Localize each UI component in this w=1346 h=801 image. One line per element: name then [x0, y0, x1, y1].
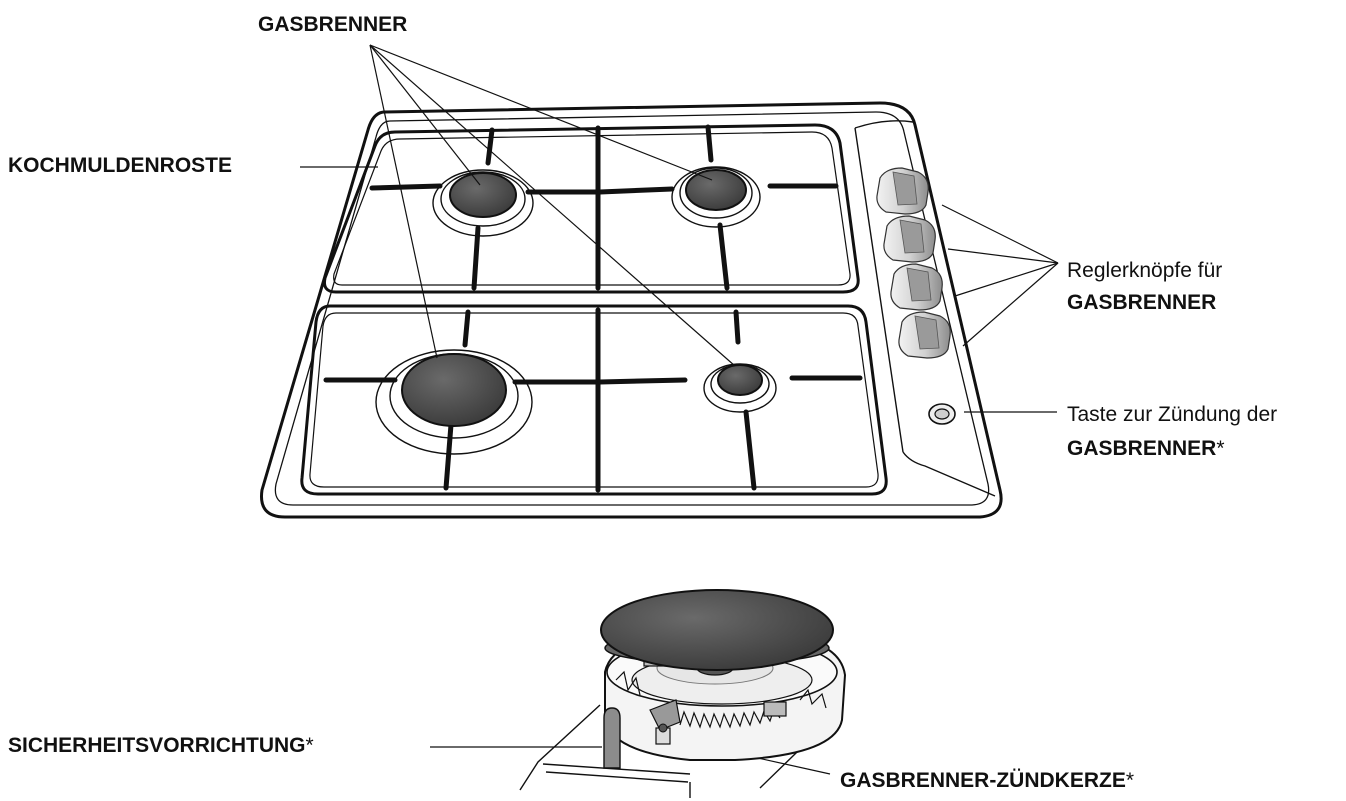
burner-bottom-left-large: [375, 349, 533, 455]
burner-top-left: [432, 169, 534, 237]
hob-grid-bottom: [300, 304, 888, 496]
control-knob-4[interactable]: [898, 311, 951, 359]
burner-bottom-right-small: [703, 363, 777, 413]
hob-body: [259, 101, 1003, 519]
control-knob-3[interactable]: [890, 263, 943, 311]
label-knobs-line2: GASBRENNER: [1067, 291, 1217, 314]
control-knob-2[interactable]: [883, 215, 936, 263]
label-ignition-line1: Taste zur Zündung der: [1067, 403, 1278, 426]
label-safety-device: SICHERHEITSVORRICHTUNG*: [8, 733, 314, 759]
hob-grid-top: [323, 123, 860, 294]
label-knobs-line1: Reglerknöpfe für: [1067, 259, 1223, 282]
burner-top-right: [671, 166, 761, 228]
ignition-button[interactable]: [928, 403, 956, 425]
label-safety-device-text: SICHERHEITSVORRICHTUNG: [8, 734, 306, 757]
label-ignition-line2: GASBRENNER*: [1067, 436, 1225, 462]
control-knob-1[interactable]: [876, 167, 929, 215]
label-hob-grids: KOCHMULDENROSTE: [8, 154, 232, 177]
asterisk-safety: *: [305, 734, 314, 757]
asterisk-ignition: *: [1216, 437, 1225, 460]
label-gas-burners-top: GASBRENNER: [258, 13, 408, 36]
label-spark-plug-text: GASBRENNER-ZÜNDKERZE: [840, 769, 1126, 792]
grid-prongs: [323, 124, 863, 493]
label-spark-plug: GASBRENNER-ZÜNDKERZE*: [840, 768, 1134, 794]
control-panel: [854, 120, 996, 497]
label-ignition-gasbrenner: GASBRENNER: [1067, 437, 1217, 460]
burner-exploded-view: [519, 589, 847, 798]
asterisk-spark-plug: *: [1125, 769, 1135, 792]
